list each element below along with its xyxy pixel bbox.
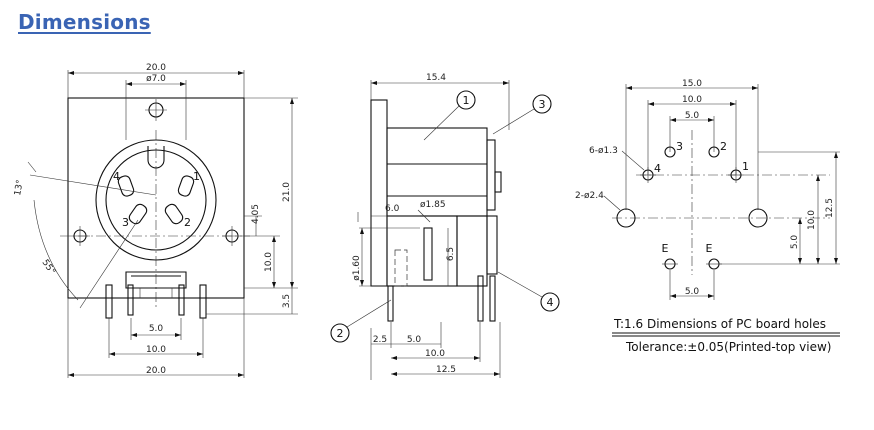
dim-top-width: 20.0: [146, 63, 166, 73]
dim-w2: 10.0: [682, 95, 702, 105]
pcb-e-left-label: E: [662, 242, 669, 255]
dim-height-center: 10.0: [264, 252, 274, 272]
dim-bottom-offset: 3.5: [282, 294, 292, 308]
angle-top-label: 13°: [13, 179, 26, 196]
side-pin-rear-a: [477, 275, 484, 322]
callout-1-label: 1: [463, 94, 470, 107]
side-pin-front: [387, 285, 394, 322]
callout-2: [330, 323, 350, 343]
dim-w3: 5.0: [685, 111, 700, 121]
front-pin-1-label: 1: [193, 170, 200, 183]
pin-slot-2: [164, 203, 184, 225]
pcb-hole-large-right: [748, 208, 768, 228]
side-view: 15.4 ø1.60 6.0 ø1.85 6.5 1: [330, 73, 560, 380]
dim-offset: 4.05: [251, 204, 261, 224]
callout-3: [532, 94, 552, 114]
callout-2-label: 2: [337, 327, 344, 340]
dim-top-length: 15.4: [426, 73, 446, 83]
pcb-pin-2-label: 2: [720, 140, 727, 153]
callout-3-label: 3: [539, 98, 546, 111]
pcb-hole-view: 15.0 10.0 5.0 4 3 2 1: [575, 79, 840, 354]
label-hole-large: 2-ø2.4: [575, 191, 604, 201]
pcb-hole-large-left: [616, 208, 636, 228]
side-front-plate: [370, 99, 388, 287]
dim-bottom: 5.0: [685, 287, 700, 297]
pcb-hole-pin-2: [708, 146, 720, 158]
callout-4-label: 4: [547, 296, 554, 309]
pin-slot-3: [128, 203, 148, 225]
pin-slot-4: [117, 175, 135, 197]
dim-h2: 10.0: [807, 210, 817, 230]
pcb-pin-3-label: 3: [676, 140, 683, 153]
pcb-hole-pin-3: [664, 146, 676, 158]
pin-left-outer: [105, 284, 113, 319]
dim-d1: 6.0: [385, 204, 400, 214]
dim-b2: 5.0: [407, 335, 422, 345]
label-hole-small: 6-ø1.3: [589, 146, 618, 156]
callout-4: [540, 292, 560, 312]
dim-d4: 6.5: [446, 247, 456, 261]
pin-slot-1: [177, 175, 195, 197]
dim-b4: 12.5: [436, 365, 456, 375]
dim-b1: 2.5: [373, 335, 387, 345]
dim-h1: 12.5: [825, 198, 835, 218]
angle-bottom-label: 55°: [40, 258, 57, 277]
dim-height-total: 21.0: [282, 182, 292, 202]
dim-bottom-width: 20.0: [146, 366, 166, 376]
note-line-1: T:1.6 Dimensions of PC board holes: [613, 317, 826, 331]
dim-top-inner: ø7.0: [146, 74, 166, 84]
dim-b3: 10.0: [425, 349, 445, 359]
front-pin-3-label: 3: [122, 216, 129, 229]
pin-right-inner: [178, 284, 185, 316]
bottom-bracket: [125, 271, 187, 289]
side-rear-cap: [486, 139, 496, 211]
dim-d3: ø1.60: [352, 255, 362, 281]
front-pin-4-label: 4: [113, 170, 120, 183]
dim-h3: 5.0: [790, 235, 800, 250]
pin-left-inner: [127, 284, 134, 316]
dim-pin-span-inner: 5.0: [149, 324, 164, 334]
dim-pin-span-mid: 10.0: [146, 345, 166, 355]
callout-1: [456, 90, 476, 110]
pcb-pin-4-label: 4: [654, 162, 661, 175]
side-pin-rear-b: [489, 275, 496, 322]
dim-w1: 15.0: [682, 79, 702, 89]
pcb-e-right-label: E: [706, 242, 713, 255]
front-view: 20.0 ø7.0 4 1 3 2: [13, 63, 298, 378]
pin-right-outer: [199, 284, 207, 319]
front-pin-2-label: 2: [184, 216, 191, 229]
page-title: Dimensions: [18, 10, 151, 34]
dim-d2: ø1.85: [420, 200, 446, 210]
note-line-2: Tolerance:±0.05(Printed-top view): [625, 340, 831, 354]
pcb-pin-1-label: 1: [742, 160, 749, 173]
